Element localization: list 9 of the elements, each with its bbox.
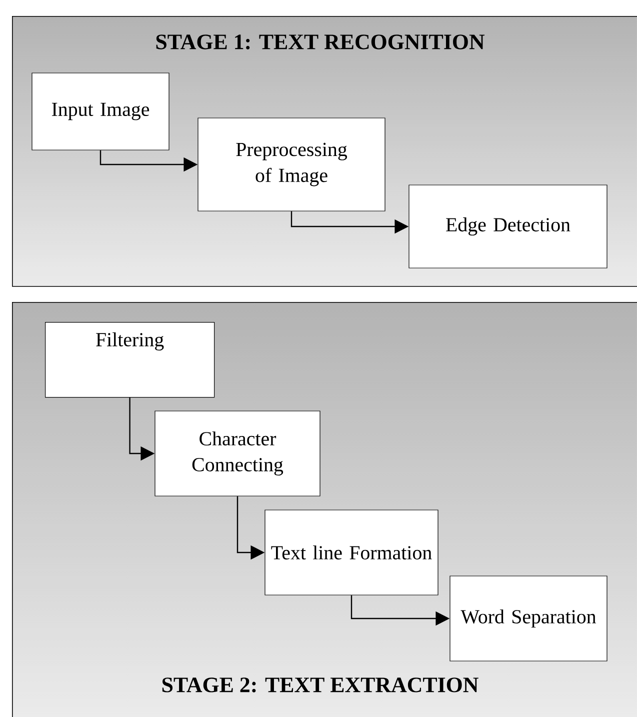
process-box: Filtering — [45, 322, 215, 398]
stage-heading: STAGE 2: TEXT EXTRACTION — [162, 678, 478, 692]
process-box: Text line Formation — [264, 510, 438, 596]
process-box: Preprocessing of Image — [198, 118, 386, 212]
process-box: Input Image — [32, 72, 170, 150]
process-box: Character Connecting — [154, 410, 320, 496]
process-box: Edge Detection — [408, 184, 608, 268]
process-box: Word Separation — [450, 576, 608, 662]
stage-heading: STAGE 1: TEXT RECOGNITION — [156, 34, 485, 50]
